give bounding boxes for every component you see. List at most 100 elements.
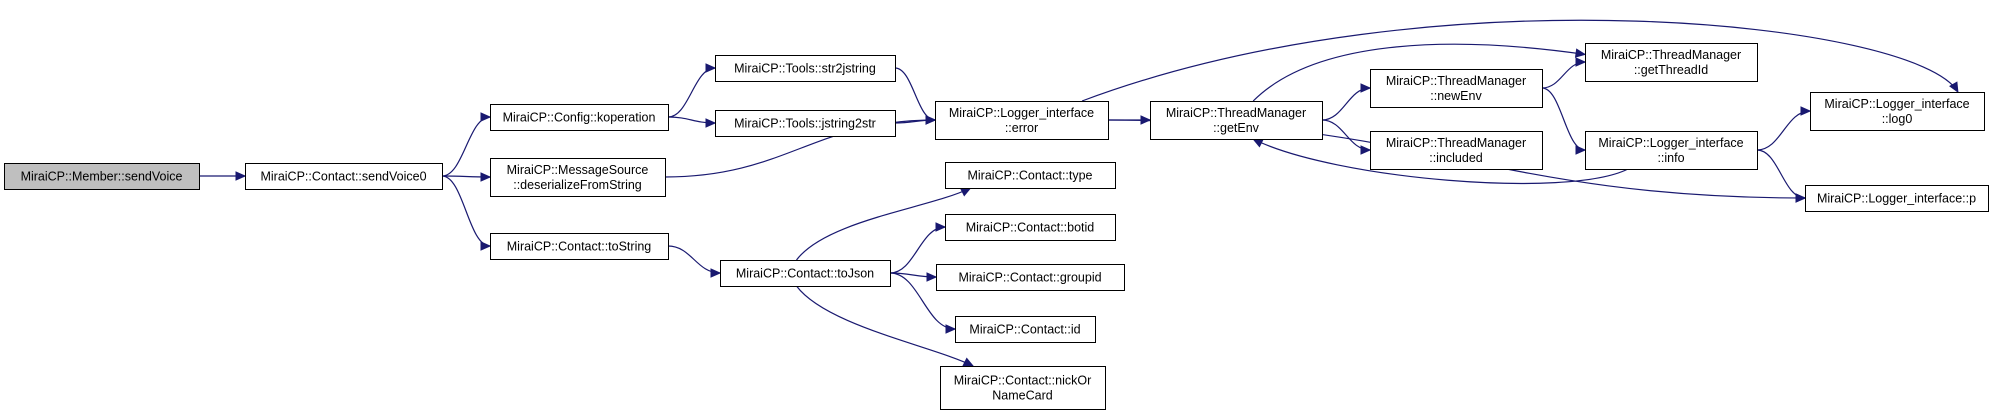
node-label-line: MiraiCP::Contact::toString (507, 240, 652, 254)
arrowhead (1360, 145, 1372, 155)
node-contact-groupid[interactable]: MiraiCP::Contact::groupid (936, 264, 1125, 291)
edge-contact-tojson-to-contact-nickornamecard (796, 285, 975, 367)
node-contact-tojson[interactable]: MiraiCP::Contact::toJson (720, 260, 891, 287)
node-box (715, 55, 896, 82)
node-box (940, 366, 1106, 410)
node-contact-botid[interactable]: MiraiCP::Contact::botid (945, 214, 1116, 241)
node-box (936, 264, 1125, 291)
node-box (490, 233, 669, 260)
node-box (945, 214, 1116, 241)
arrowhead (1575, 145, 1587, 155)
edge-threadmanager-newenv-to-logger-info (1541, 87, 1587, 155)
edge-contact-sendvoice0-to-contact-tostring (441, 175, 492, 251)
node-label-line: MiraiCP::Logger_interface (1598, 136, 1743, 150)
arrowhead (926, 272, 938, 282)
arrowhead (962, 357, 975, 367)
node-contact-tostring[interactable]: MiraiCP::Contact::toString (490, 233, 669, 260)
node-label-line: MiraiCP::Logger_interface::p (1817, 192, 1976, 206)
node-label-line: ::error (1005, 121, 1038, 135)
edge-logger-info-to-logger-log0 (1756, 106, 1812, 151)
node-tools-jstring2str[interactable]: MiraiCP::Tools::jstring2str (715, 110, 896, 137)
node-logger-log0[interactable]: MiraiCP::Logger_interface::log0 (1810, 92, 1985, 131)
node-label-line: MiraiCP::Tools::str2jstring (734, 62, 876, 76)
edge-contact-tostring-to-contact-tojson (667, 245, 722, 278)
node-label-line: MiraiCP::MessageSource (507, 163, 649, 177)
node-label-line: MiraiCP::Contact::type (967, 169, 1092, 183)
node-label-line: ::getEnv (1213, 121, 1260, 135)
arrowhead (1795, 193, 1807, 203)
node-label-line: MiraiCP::Contact::botid (966, 221, 1095, 235)
node-label-line: MiraiCP::ThreadManager (1601, 48, 1741, 62)
node-label-line: MiraiCP::Config::koperation (503, 111, 656, 125)
node-threadmanager-newenv[interactable]: MiraiCP::ThreadManager::newEnv (1370, 69, 1543, 108)
node-box (935, 101, 1109, 140)
arrowhead (935, 222, 947, 232)
node-threadmanager-getenv[interactable]: MiraiCP::ThreadManager::getEnv (1150, 101, 1323, 140)
node-threadmanager-included[interactable]: MiraiCP::ThreadManager::included (1370, 131, 1543, 170)
edge-threadmanager-getenv-to-threadmanager-included (1321, 119, 1372, 155)
node-box (4, 163, 200, 190)
node-threadmanager-getthreadid[interactable]: MiraiCP::ThreadManager::getThreadId (1585, 43, 1758, 82)
node-logger-p[interactable]: MiraiCP::Logger_interface::p (1805, 185, 1989, 212)
arrowhead (1252, 138, 1264, 148)
node-contact-type[interactable]: MiraiCP::Contact::type (945, 162, 1116, 189)
arrowhead (1360, 83, 1372, 93)
node-box (955, 316, 1096, 343)
arrowhead (945, 324, 957, 334)
node-member-sendvoice[interactable]: MiraiCP::Member::sendVoice (4, 163, 200, 190)
arrowhead (959, 187, 972, 197)
node-box (1810, 92, 1985, 131)
node-label-line: MiraiCP::Member::sendVoice (21, 170, 183, 184)
arrowhead (1800, 106, 1812, 116)
arrowhead (1949, 81, 1959, 94)
node-box (1370, 69, 1543, 108)
node-box (490, 158, 666, 197)
node-config-koperation[interactable]: MiraiCP::Config::koperation (490, 104, 669, 131)
node-box (720, 260, 891, 287)
node-label-line: NameCard (992, 389, 1052, 403)
arrowhead (480, 112, 492, 122)
node-label-line: MiraiCP::Contact::nickOr (954, 374, 1092, 388)
node-label-line: MiraiCP::Logger_interface (1824, 97, 1969, 111)
node-box (1585, 131, 1758, 170)
node-label-line: ::info (1657, 151, 1684, 165)
node-label-line: MiraiCP::Contact::toJson (736, 267, 874, 281)
edge-logger-error-to-logger-log0 (1081, 19, 1959, 102)
edge-contact-tojson-to-contact-botid (889, 222, 947, 274)
edge-threadmanager-newenv-to-threadmanager-getthreadid (1541, 57, 1587, 89)
arrowhead (480, 241, 492, 251)
node-contact-id[interactable]: MiraiCP::Contact::id (955, 316, 1096, 343)
arrowhead (480, 172, 492, 182)
node-label-line: MiraiCP::ThreadManager (1166, 106, 1306, 120)
arrowhead (1574, 48, 1587, 58)
arrowhead (925, 115, 937, 125)
node-box (490, 104, 669, 131)
edge-config-koperation-to-tools-str2jstring (667, 63, 717, 118)
edges-layer (198, 19, 1959, 367)
node-messagesource-deserialize[interactable]: MiraiCP::MessageSource::deserializeFromS… (490, 158, 666, 197)
edge-threadmanager-getenv-to-threadmanager-newenv (1321, 83, 1372, 121)
node-tools-str2jstring[interactable]: MiraiCP::Tools::str2jstring (715, 55, 896, 82)
node-logger-error[interactable]: MiraiCP::Logger_interface::error (935, 101, 1109, 140)
node-box (1370, 131, 1543, 170)
arrowhead (705, 118, 717, 128)
node-label-line: MiraiCP::Contact::groupid (958, 271, 1101, 285)
node-box (245, 163, 443, 190)
node-label-line: MiraiCP::Tools::jstring2str (734, 117, 876, 131)
node-contact-sendvoice0[interactable]: MiraiCP::Contact::sendVoice0 (245, 163, 443, 190)
edge-contact-tojson-to-contact-id (889, 272, 957, 334)
edge-contact-sendvoice0-to-messagesource-deserialize (441, 172, 492, 182)
edge-tools-str2jstring-to-logger-error (894, 67, 937, 125)
node-label-line: ::newEnv (1430, 89, 1482, 103)
node-label-line: MiraiCP::Contact::sendVoice0 (260, 170, 426, 184)
node-label-line: ::getThreadId (1634, 63, 1708, 77)
edge-member-sendvoice-to-contact-sendvoice0 (198, 171, 247, 181)
node-label-line: ::included (1429, 151, 1483, 165)
node-logger-info[interactable]: MiraiCP::Logger_interface::info (1585, 131, 1758, 170)
node-label-line: MiraiCP::Contact::id (969, 323, 1080, 337)
node-box (945, 162, 1116, 189)
node-label-line: ::log0 (1882, 112, 1913, 126)
